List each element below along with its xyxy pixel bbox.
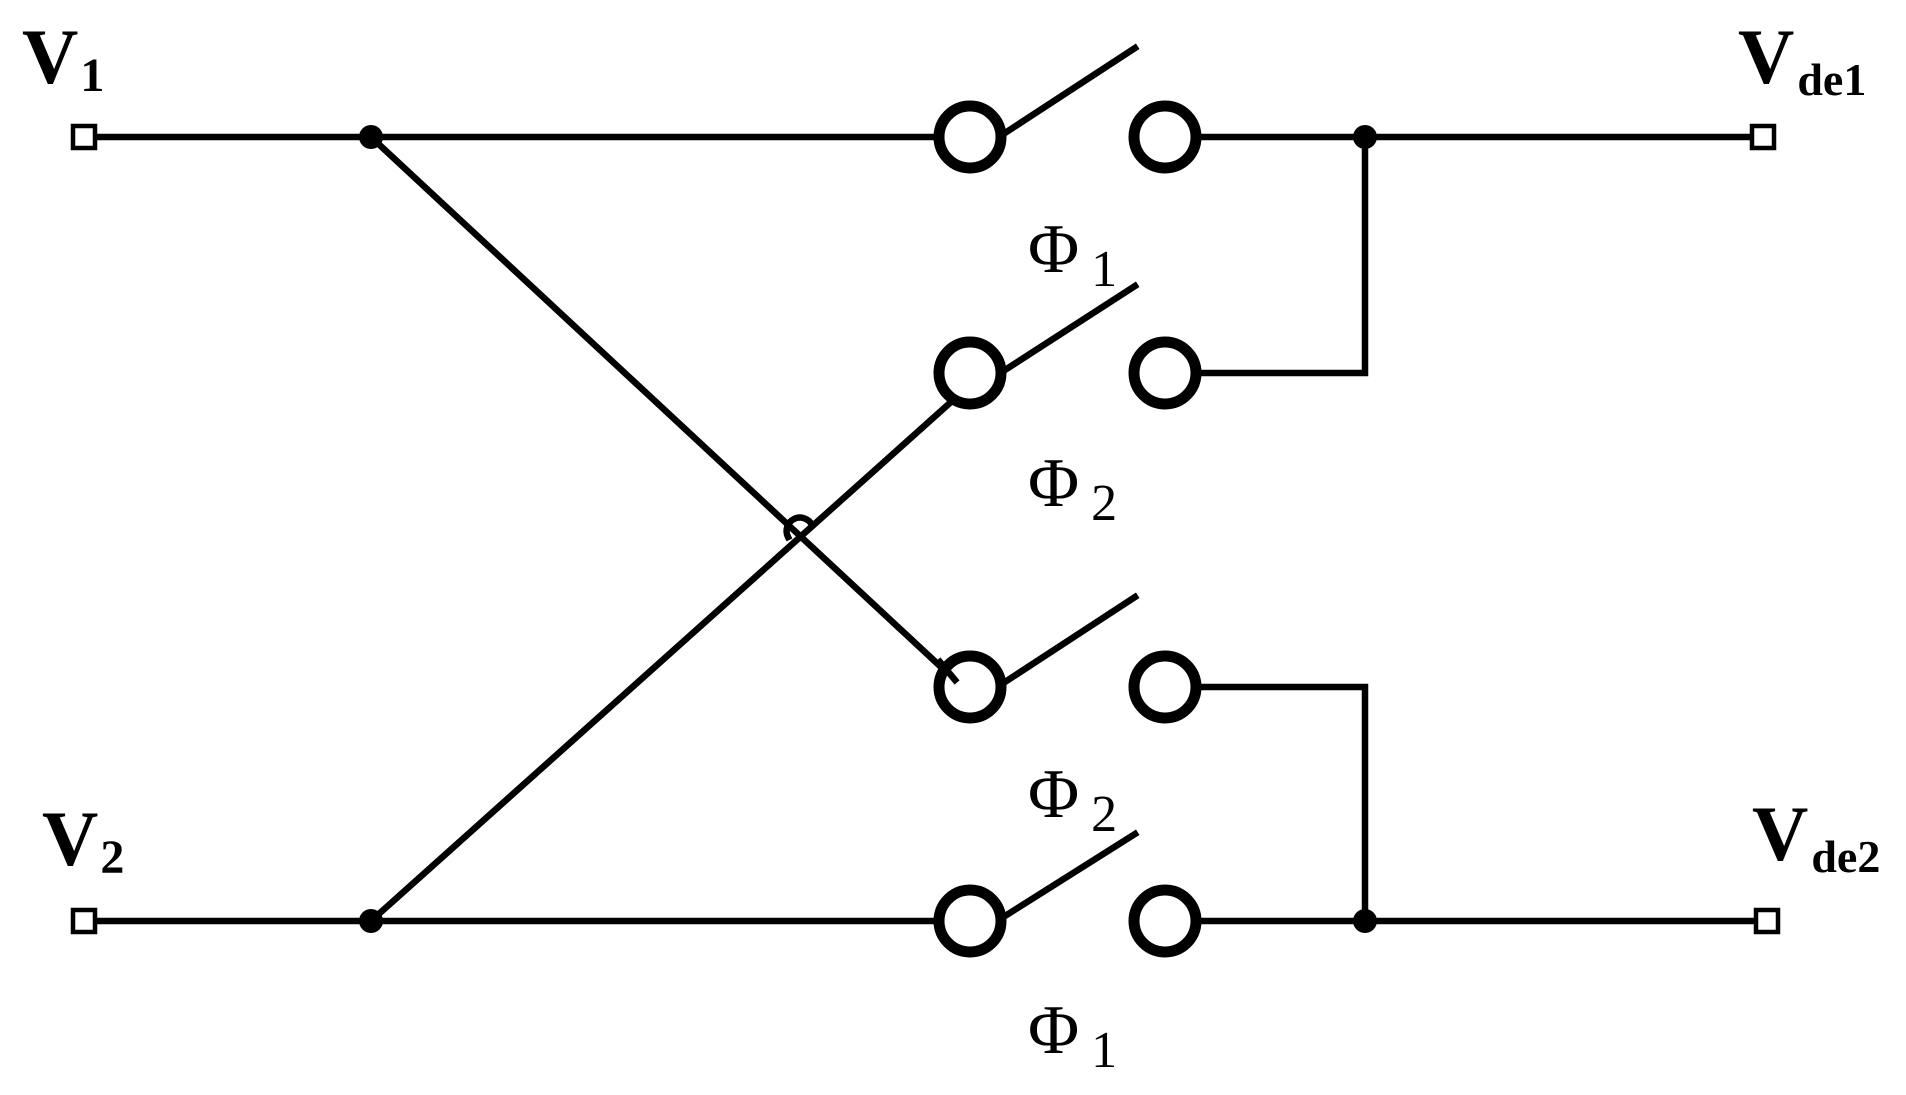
switch-2-phase-index: 2	[1091, 475, 1117, 532]
switch-4-blade	[1000, 829, 1140, 921]
wire-v2-node-to-switch-2	[366, 397, 956, 926]
switch-3-right-contact	[1128, 650, 1202, 724]
switch-3-phase-symbol: Φ	[1028, 756, 1079, 833]
wire-switch-3-to-vde2-bus	[1196, 683, 1369, 925]
switch-1-phase-symbol: Φ	[1028, 211, 1079, 288]
wire-crossover-hop	[783, 514, 817, 542]
switch-2-blade	[1000, 281, 1140, 375]
node-v1	[359, 125, 383, 149]
terminal-vde2	[1753, 907, 1781, 935]
switch-2-left-contact	[933, 336, 1007, 410]
switch-1-left-contact	[933, 100, 1007, 174]
node-vde2	[1353, 909, 1377, 933]
label-vde2: Vde2	[1752, 790, 1880, 882]
switch-3-phase-index: 2	[1091, 786, 1117, 843]
wire-v1-node-to-switch-3	[366, 132, 960, 685]
wires	[86, 132, 1760, 926]
label-v2-sub: 2	[100, 831, 124, 884]
label-vde1-sub: de1	[1797, 54, 1866, 105]
wire-switch-2-to-vde1-bus	[1196, 133, 1369, 377]
label-v1-main: V	[22, 13, 78, 100]
switch-3-blade	[1000, 592, 1140, 687]
switch-4-left-contact	[933, 884, 1007, 958]
switch-3-wire-tip	[935, 657, 960, 685]
switch-1-right-contact	[1128, 100, 1202, 174]
label-vde1: Vde1	[1738, 13, 1866, 105]
label-vde2-main: V	[1752, 790, 1808, 877]
label-v1-sub: 1	[80, 49, 104, 102]
switch-contacts	[933, 100, 1202, 958]
switch-4-right-contact	[1128, 884, 1202, 958]
terminal-vde1	[1749, 123, 1777, 151]
switch-4-phase-symbol: Φ	[1028, 992, 1079, 1069]
label-v2: V2	[42, 795, 124, 884]
label-vde1-main: V	[1738, 13, 1794, 100]
junction-nodes	[359, 125, 1377, 933]
switch-1-blade	[1000, 43, 1140, 138]
node-vde1	[1353, 125, 1377, 149]
switch-2-phase-symbol: Φ	[1028, 445, 1079, 522]
label-v1: V1	[22, 13, 104, 102]
port-terminals	[70, 123, 1781, 935]
switch-3-left-contact	[933, 650, 1007, 724]
terminal-v1	[70, 123, 98, 151]
switch-2-right-contact	[1128, 336, 1202, 410]
switch-1-phase-index: 1	[1091, 241, 1117, 298]
label-v2-main: V	[42, 795, 98, 882]
switch-blades	[1000, 43, 1140, 921]
port-labels: V1 V2 Vde1 Vde2	[22, 13, 1880, 884]
node-v2	[359, 909, 383, 933]
label-vde2-sub: de2	[1811, 831, 1880, 882]
terminal-v2	[70, 907, 98, 935]
switch-4-phase-index: 1	[1091, 1022, 1117, 1079]
